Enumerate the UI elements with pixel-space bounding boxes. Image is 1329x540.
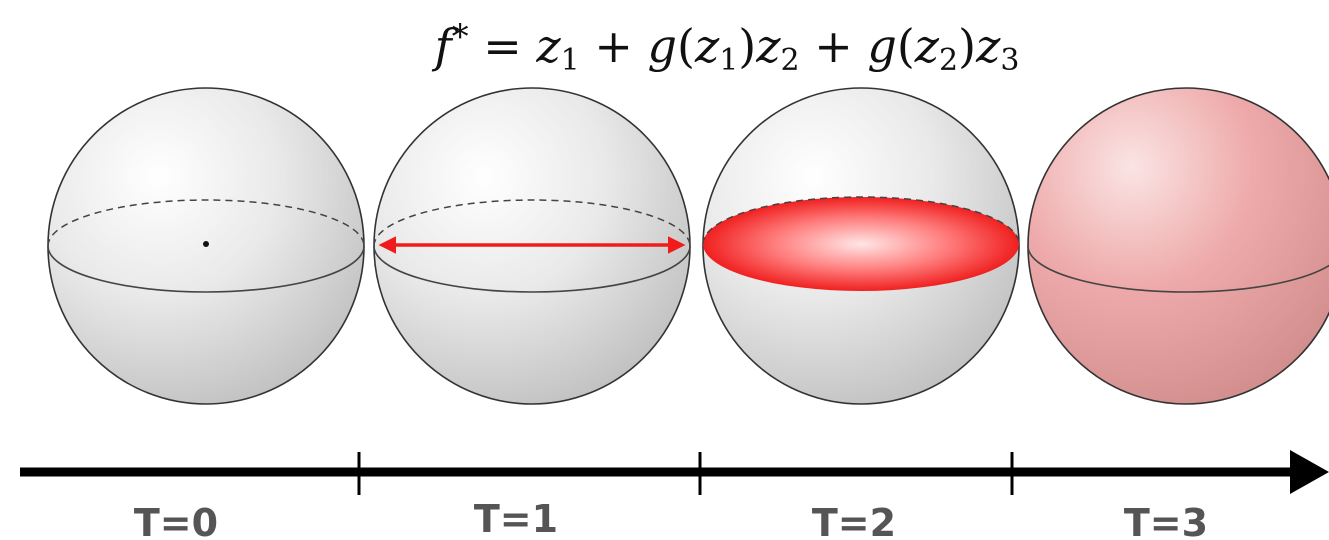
formula: f* = z1 + g(z1)z2 + g(z2)z3 <box>432 17 1020 78</box>
sphere-t1 <box>374 88 690 404</box>
timeline-axis <box>20 450 1329 495</box>
sphere-t2 <box>703 88 1019 404</box>
sphere-t0 <box>48 88 364 404</box>
time-label-t1: T=1 <box>474 497 558 540</box>
timeline-arrowhead <box>1290 450 1329 494</box>
time-label-t0: T=0 <box>134 501 218 540</box>
sphere-t3-body <box>1028 88 1329 404</box>
sphere-t3 <box>1028 88 1329 404</box>
origin-point <box>203 241 209 247</box>
time-label-t2: T=2 <box>812 501 896 540</box>
time-label-t3: T=3 <box>1124 501 1208 540</box>
